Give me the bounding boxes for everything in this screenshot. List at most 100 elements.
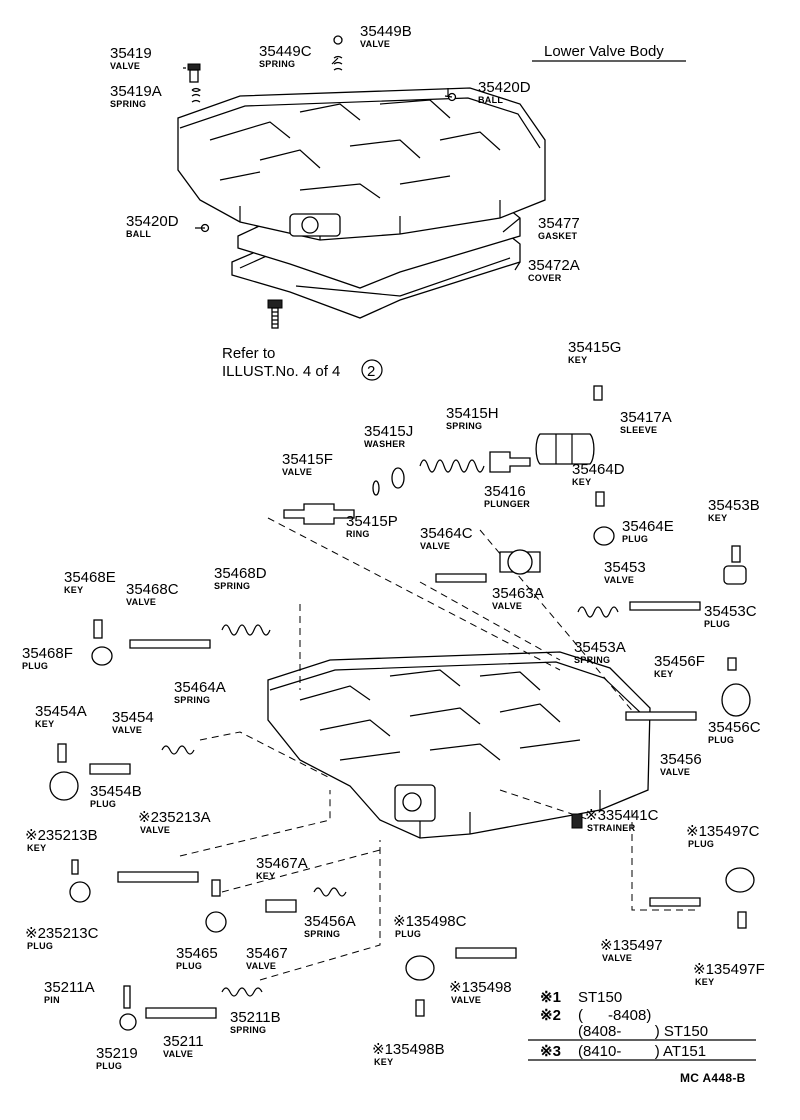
part-number-35498: ※135498	[449, 979, 512, 996]
part-type-label: VALVE	[110, 61, 140, 71]
part-type-label: VALVE	[420, 541, 450, 551]
part-number-35463a: 35463A	[492, 585, 544, 602]
part-number-35441c: ※335441C	[585, 807, 659, 824]
part-number-35211a: 35211A	[44, 979, 95, 996]
part-type-label: VALVE	[112, 725, 142, 735]
part-number-35453c: 35453C	[704, 603, 757, 620]
part-type-label: KEY	[654, 669, 673, 679]
part-type-label: VALVE	[492, 601, 522, 611]
part-type-label: PIN	[44, 995, 60, 1005]
part-number-35415h: 35415H	[446, 405, 499, 422]
part-type-label: KEY	[572, 477, 591, 487]
part-type-label: PLUG	[27, 941, 53, 951]
part-type-label: PLUG	[688, 839, 714, 849]
part-type-label: PLUG	[704, 619, 730, 629]
part-type-label: VALVE	[163, 1049, 193, 1059]
part-type-label: VALVE	[360, 39, 390, 49]
legend-mark: ※1	[540, 989, 561, 1006]
part-number-35213a: ※235213A	[138, 809, 211, 826]
part-type-label: SPRING	[110, 99, 146, 109]
part-type-label: GASKET	[538, 231, 578, 241]
part-type-label: KEY	[64, 585, 83, 595]
part-type-label: KEY	[695, 977, 714, 987]
part-type-label: SPRING	[174, 695, 210, 705]
part-type-label: VALVE	[602, 953, 632, 963]
part-number-35497c: ※135497C	[686, 823, 760, 840]
part-number-35456c: 35456C	[708, 719, 761, 736]
part-number-35498b: ※135498B	[372, 1041, 445, 1058]
part-number-35464d: 35464D	[572, 461, 625, 478]
legend-mark: ※2	[540, 1007, 561, 1024]
part-number-35456a: 35456A	[304, 913, 356, 930]
part-type-label: SLEEVE	[620, 425, 657, 435]
part-number-35468c: 35468C	[126, 581, 179, 598]
part-type-label: VALVE	[451, 995, 481, 1005]
part-number-35468e: 35468E	[64, 569, 116, 586]
part-number-35454: 35454	[112, 709, 154, 726]
part-number-35213c: ※235213C	[25, 925, 99, 942]
part-number-35213b: ※235213B	[25, 827, 98, 844]
part-number-35415g: 35415G	[568, 339, 621, 356]
part-number-35456f: 35456F	[654, 653, 705, 670]
part-number-35497f: ※135497F	[693, 961, 765, 978]
part-type-label: KEY	[374, 1057, 393, 1067]
part-type-label: VALVE	[660, 767, 690, 777]
refer-circle-number: 2	[367, 363, 375, 380]
part-number-35464e: 35464E	[622, 518, 674, 535]
part-type-label: SPRING	[446, 421, 482, 431]
part-number-35449b: 35449B	[360, 23, 412, 40]
part-type-label: VALVE	[140, 825, 170, 835]
part-type-label: KEY	[568, 355, 587, 365]
part-type-label: PLUG	[622, 534, 648, 544]
part-type-label: KEY	[27, 843, 46, 853]
part-type-label: SPRING	[214, 581, 250, 591]
part-type-label: VALVE	[282, 467, 312, 477]
part-number-35415p: 35415P	[346, 513, 398, 530]
part-type-label: WASHER	[364, 439, 406, 449]
part-type-label: PLUG	[96, 1061, 122, 1071]
part-number-35419a: 35419A	[110, 83, 162, 100]
legend-mark: ※3	[540, 1043, 561, 1060]
part-number-35467a: 35467A	[256, 855, 308, 872]
part-number-35464c: 35464C	[420, 525, 473, 542]
part-number-35477: 35477	[538, 215, 580, 232]
part-type-label: VALVE	[604, 575, 634, 585]
part-number-35211: 35211	[163, 1033, 204, 1050]
part-number-35416: 35416	[484, 483, 526, 500]
part-number-35415j: 35415J	[364, 423, 413, 440]
part-type-label: PLUG	[176, 961, 202, 971]
part-number-35497: ※135497	[600, 937, 663, 954]
part-type-label: PLUG	[395, 929, 421, 939]
diagram-title: Lower Valve Body	[544, 43, 664, 60]
part-number-35468d: 35468D	[214, 565, 267, 582]
part-number-35454a: 35454A	[35, 703, 87, 720]
upper-valve-body-drawing	[177, 35, 546, 329]
part-number-35419: 35419	[110, 45, 152, 62]
part-number-35467: 35467	[246, 945, 288, 962]
small-parts-drawings	[49, 385, 755, 1031]
legend-text: ST150	[578, 989, 622, 1006]
part-type-label: SPRING	[304, 929, 340, 939]
part-type-label: SPRING	[259, 59, 295, 69]
part-number-35420d: 35420D	[126, 213, 179, 230]
part-number-35464a: 35464A	[174, 679, 226, 696]
part-type-label: COVER	[528, 273, 562, 283]
part-type-label: KEY	[35, 719, 54, 729]
part-number-35498c: ※135498C	[393, 913, 467, 930]
part-type-label: SPRING	[230, 1025, 266, 1035]
part-type-label: PLUG	[90, 799, 116, 809]
part-type-label: KEY	[708, 513, 727, 523]
part-type-label: STRAINER	[587, 823, 636, 833]
lower-valve-body-drawing	[267, 651, 651, 839]
part-type-label: KEY	[256, 871, 275, 881]
part-labels: 35419VALVE35449CSPRING35449BVALVE35419AS…	[22, 23, 765, 1071]
legend-text: (8410- ) AT151	[578, 1043, 706, 1060]
part-type-label: VALVE	[126, 597, 156, 607]
part-number-35417a: 35417A	[620, 409, 672, 426]
part-number-35468f: 35468F	[22, 645, 73, 662]
part-number-35420d: 35420D	[478, 79, 531, 96]
part-type-label: BALL	[478, 95, 503, 105]
part-number-35415f: 35415F	[282, 451, 333, 468]
refer-line2: ILLUST.No. 4 of 4	[222, 363, 340, 380]
